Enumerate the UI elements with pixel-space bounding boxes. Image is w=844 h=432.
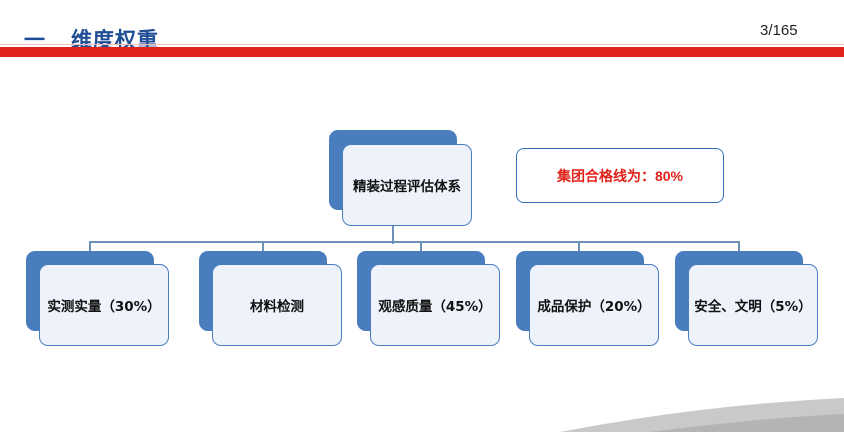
connector-child-5 xyxy=(738,241,740,251)
pass-line-box: 集团合格线为：80% xyxy=(516,148,724,203)
header-divider-bar xyxy=(0,47,844,57)
connector-child-1 xyxy=(89,241,91,251)
child-node-label: 成品保护（20%） xyxy=(529,264,659,346)
child-node-label: 观感质量（45%） xyxy=(370,264,500,346)
section-mark: 一 xyxy=(24,28,46,52)
child-node-label: 安全、文明（5%） xyxy=(688,264,818,346)
child-node-label: 材料检测 xyxy=(212,264,342,346)
connector-child-2 xyxy=(262,241,264,251)
page-number: 3/165 xyxy=(760,22,798,39)
connector-horizontal xyxy=(89,241,740,243)
child-node-label: 实测实量（30%） xyxy=(39,264,169,346)
header-divider-thin xyxy=(0,44,844,45)
pass-line-label: 集团合格线为： xyxy=(556,168,655,185)
root-node-label: 精装过程评估体系 xyxy=(342,144,472,226)
connector-root-vertical xyxy=(392,224,394,244)
pass-line-value: 80% xyxy=(654,167,684,184)
connector-child-4 xyxy=(578,241,580,251)
connector-child-3 xyxy=(420,241,422,251)
